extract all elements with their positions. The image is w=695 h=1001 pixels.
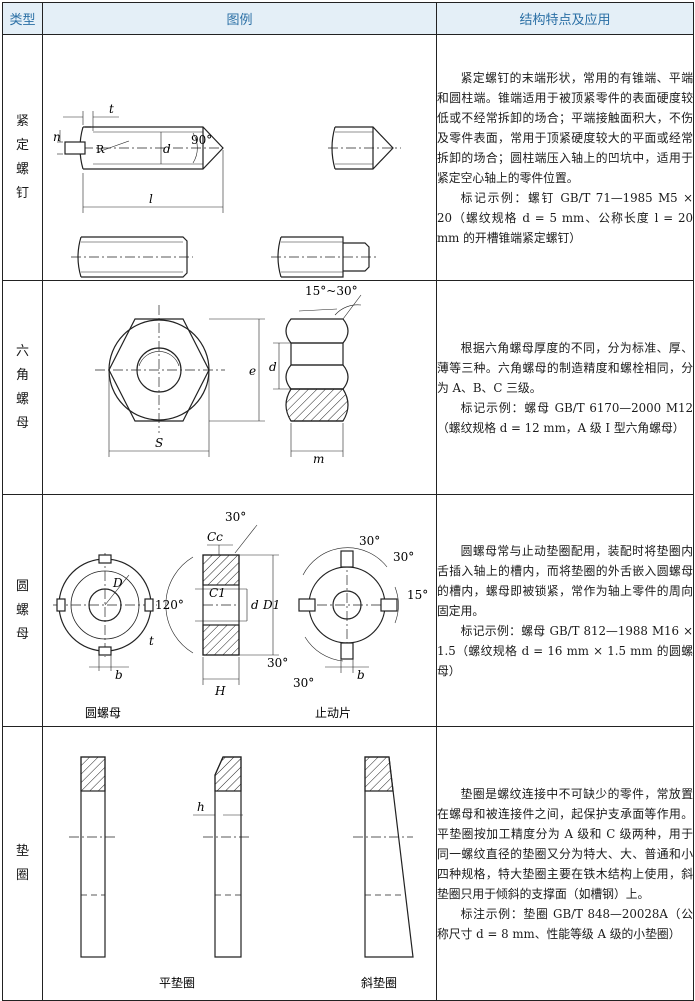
dim-S: S <box>155 436 163 450</box>
row-type-label: 圆螺母 <box>15 578 29 642</box>
round-nut-drawing: 30° Cc C1 120° D d D1 H b t 30° 30° 15° … <box>53 510 428 720</box>
table-header-row: 类型 图例 结构特点及应用 <box>2 2 694 35</box>
figure-round-nut: 30° Cc C1 120° D d D1 H b t 30° 30° 15° … <box>42 494 437 727</box>
dim-30-top: 30° <box>225 510 246 524</box>
set-screw-drawing: t n R 90° d l <box>53 102 401 278</box>
desc-paragraph: 紧定螺钉的末端形状，常用的有锥端、平端和圆柱端。锥端适用于被顶紧零件的表面硬度较… <box>437 70 693 185</box>
desc-paragraph: 根据六角螺母厚度的不同，分为标准、厚、薄等三种。六角螺母的制造精度和螺栓相同，分… <box>437 340 693 395</box>
row-desc: 圆螺母常与止动垫圈配用，装配时将垫圈内舌插入轴上的槽内，而将垫圈的外舌嵌入圆螺母… <box>436 494 694 727</box>
desc-paragraph: 标注示例：垫圈 GB/T 848—20028A（公称尺寸 d = 8 mm、性能… <box>437 906 693 941</box>
dim-m: m <box>313 452 324 466</box>
caption-flat-washer: 平垫圈 <box>159 975 195 990</box>
row-type-label: 紧定螺钉 <box>15 113 29 201</box>
dim-R: R <box>96 143 105 156</box>
table-row: 圆螺母 <box>2 494 694 727</box>
row-type-cell: 垫圈 <box>2 726 43 1001</box>
header-type: 类型 <box>2 2 43 35</box>
desc-paragraph: 圆螺母常与止动垫圈配用，装配时将垫圈内舌插入轴上的槽内，而将垫圈的外舌嵌入圆螺母… <box>437 543 693 618</box>
table-row: 垫圈 <box>2 726 694 1001</box>
row-desc: 根据六角螺母厚度的不同，分为标准、厚、薄等三种。六角螺母的制造精度和螺栓相同，分… <box>436 280 694 495</box>
dim-30-washer-left: 30° <box>267 656 288 670</box>
dim-30-washer-right: 30° <box>393 550 414 564</box>
row-desc: 垫圈是螺纹连接中不可缺少的零件，常放置在螺母和被连接件之间，起保护支承面等作用。… <box>436 726 694 1001</box>
dim-n: n <box>53 130 61 144</box>
washer-drawing: h 平垫圈 斜垫圈 <box>69 756 414 990</box>
desc-paragraph: 垫圈是螺纹连接中不可缺少的零件，常放置在螺母和被连接件之间，起保护支承面等作用。… <box>437 786 693 901</box>
figure-washer: h 平垫圈 斜垫圈 <box>42 726 437 1001</box>
table-row: 六角螺母 <box>2 280 694 495</box>
desc-paragraph: 标记示例：螺母 GB/T 812—1988 M16 × 1.5（螺纹规格 d =… <box>437 623 693 678</box>
table-row: 紧定螺钉 <box>2 34 694 281</box>
desc-paragraph: 标记示例：螺钉 GB/T 71—1985 M5 × 20（螺纹规格 d = 5 … <box>437 190 693 245</box>
dim-d: d <box>163 142 171 156</box>
dim-C1: C1 <box>209 586 226 600</box>
hex-nut-drawing: 15°~30° e d S m <box>95 284 362 466</box>
header-desc: 结构特点及应用 <box>436 2 694 35</box>
dim-angle: 90° <box>191 133 212 147</box>
dim-30-washer-top: 30° <box>359 534 380 548</box>
dim-h: h <box>197 800 205 814</box>
dim-d: d <box>269 360 277 374</box>
row-type-cell: 六角螺母 <box>2 280 43 495</box>
row-type-label: 垫圈 <box>15 843 29 883</box>
header-figure: 图例 <box>42 2 437 35</box>
row-type-cell: 圆螺母 <box>2 494 43 727</box>
row-desc: 紧定螺钉的末端形状，常用的有锥端、平端和圆柱端。锥端适用于被顶紧零件的表面硬度较… <box>436 34 694 281</box>
desc-paragraph: 标记示例：螺母 GB/T 6170—2000 M12（螺纹规格 d = 12 m… <box>437 400 693 435</box>
row-type-label: 六角螺母 <box>15 343 29 431</box>
dim-angle: 15°~30° <box>305 284 358 298</box>
dim-d: d <box>251 598 259 612</box>
dim-H: H <box>214 684 226 698</box>
dim-120: 120° <box>155 598 184 612</box>
row-type-cell: 紧定螺钉 <box>2 34 43 281</box>
dim-b: b <box>115 668 123 682</box>
dim-15: 15° <box>407 588 428 602</box>
dim-D1: D1 <box>262 598 280 612</box>
dim-D: D <box>112 576 123 590</box>
caption-round-nut: 圆螺母 <box>85 706 121 720</box>
dim-t: t <box>149 634 154 648</box>
caption-tapered-washer: 斜垫圈 <box>361 975 397 990</box>
dim-l: l <box>149 192 153 206</box>
caption-lock-washer: 止动片 <box>315 706 351 720</box>
dim-t: t <box>109 102 114 116</box>
dim-b-washer: b <box>357 668 365 682</box>
dim-Cc: Cc <box>207 530 223 544</box>
figure-set-screw: t n R 90° d l <box>42 34 437 281</box>
dim-30-washer-bottom: 30° <box>293 676 314 690</box>
figure-hex-nut: 15°~30° e d S m <box>42 280 437 495</box>
dim-e: e <box>249 364 256 378</box>
